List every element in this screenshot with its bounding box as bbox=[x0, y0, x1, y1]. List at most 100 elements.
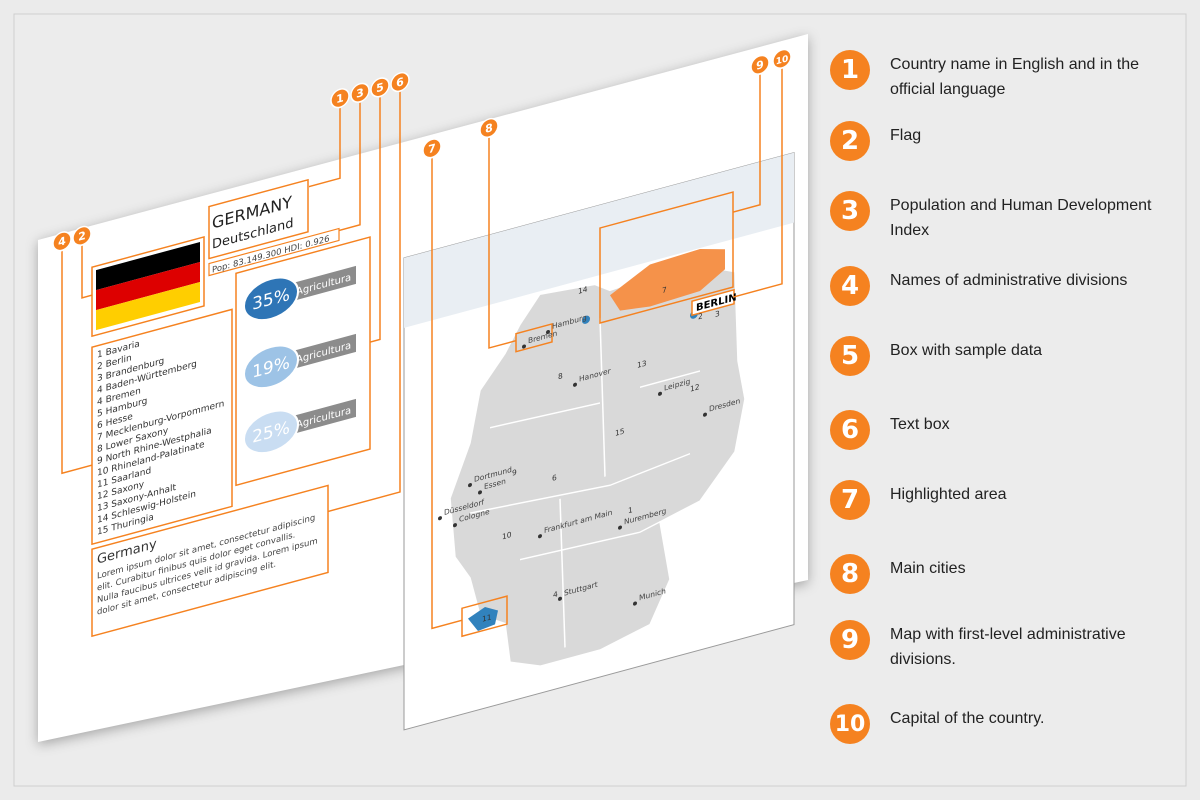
flag-stripe-gold bbox=[96, 281, 200, 331]
legend-text: Names of administrative divisions bbox=[890, 272, 1128, 289]
city-marker bbox=[573, 382, 577, 387]
callout-number: 9 bbox=[756, 58, 764, 73]
legend-badge: 1 bbox=[830, 50, 870, 90]
sample-bar bbox=[290, 265, 356, 302]
sample-bubble bbox=[243, 344, 299, 390]
germany-map bbox=[449, 262, 746, 667]
legend-text: Text box bbox=[890, 416, 950, 433]
city-marker bbox=[558, 596, 562, 601]
name-box bbox=[208, 178, 309, 260]
division-borders bbox=[469, 317, 700, 648]
callout-badge bbox=[370, 77, 390, 98]
region-hamburg bbox=[582, 315, 590, 324]
callout-number: 6 bbox=[396, 75, 404, 90]
region-mecklenburg bbox=[610, 248, 725, 311]
city-marker bbox=[703, 412, 707, 417]
legend-badge: 3 bbox=[830, 191, 870, 231]
callout-badge bbox=[390, 71, 410, 93]
region-number: 12 bbox=[690, 382, 700, 393]
region-number: 8 bbox=[558, 371, 563, 381]
callout-badge bbox=[422, 138, 442, 159]
callout-number: 5 bbox=[376, 81, 384, 96]
leader-1 bbox=[309, 107, 341, 188]
legend-badge: 10 bbox=[830, 704, 870, 744]
legend-text: Highlighted area bbox=[890, 486, 1007, 503]
map-box-8 bbox=[515, 323, 553, 353]
city-marker bbox=[522, 344, 526, 349]
city-marker bbox=[538, 534, 542, 539]
region-number: 15 bbox=[615, 426, 625, 437]
legend-badge: 6 bbox=[830, 410, 870, 450]
flag-stripe-black bbox=[96, 241, 200, 291]
map-box-7 bbox=[461, 595, 508, 638]
sample-bar bbox=[290, 333, 356, 370]
city-marker bbox=[453, 523, 457, 528]
sample-bubble bbox=[243, 409, 299, 455]
legend-badge: 5 bbox=[830, 336, 870, 376]
callout-number: 7 bbox=[428, 142, 436, 157]
leader-2 bbox=[81, 245, 92, 299]
flag-box bbox=[91, 235, 205, 338]
region-number: 11 bbox=[482, 612, 492, 623]
region-number: 10 bbox=[502, 530, 512, 541]
sample-bubble bbox=[243, 276, 299, 322]
callout-badge bbox=[772, 48, 792, 69]
city-marker bbox=[438, 516, 442, 521]
region-saarland bbox=[468, 607, 498, 631]
callout-number: 2 bbox=[78, 229, 86, 244]
flag-stripe-red bbox=[96, 261, 200, 311]
callout-number: 8 bbox=[485, 121, 493, 136]
leader-10 bbox=[734, 68, 783, 298]
sea-area bbox=[404, 152, 794, 328]
sample-data-box bbox=[235, 236, 371, 487]
map-box-9 bbox=[599, 191, 734, 324]
city-marker bbox=[478, 490, 482, 495]
callout-badge bbox=[72, 225, 92, 246]
leader-7 bbox=[431, 158, 462, 630]
text-box bbox=[91, 484, 329, 638]
legend-badge: 4 bbox=[830, 266, 870, 306]
legend-text: Population and Human Development Index bbox=[890, 197, 1152, 239]
city-marker bbox=[618, 525, 622, 530]
region-number: 2 bbox=[698, 311, 703, 321]
callout-badge bbox=[750, 54, 770, 75]
region-number: 9 bbox=[512, 468, 517, 478]
legend-item: 1 Country name in English and in the offi… bbox=[830, 50, 1190, 102]
legend-badge: 8 bbox=[830, 554, 870, 594]
city-marker bbox=[658, 391, 662, 396]
callout-number: 10 bbox=[776, 53, 789, 67]
city-marker bbox=[468, 483, 472, 488]
callout-number: 3 bbox=[356, 86, 364, 101]
legend-item: 8 Main cities bbox=[830, 554, 1190, 594]
region-number: 6 bbox=[552, 473, 557, 483]
legend-item: 2 Flag bbox=[830, 121, 1190, 161]
legend-item: 10 Capital of the country. bbox=[830, 704, 1190, 744]
callout-number: 1 bbox=[336, 91, 344, 106]
legend-text: Flag bbox=[890, 127, 922, 144]
legend-text: Country name in English and in the offic… bbox=[890, 56, 1140, 98]
callout-badge bbox=[350, 82, 370, 103]
region-number: 4 bbox=[553, 589, 558, 599]
region-number: 1 bbox=[628, 505, 633, 515]
city-marker bbox=[546, 329, 550, 335]
leader-3 bbox=[339, 102, 361, 232]
leader-5 bbox=[370, 97, 381, 343]
legend-text: Map with first-level administrative divi… bbox=[890, 626, 1126, 668]
legend-text: Capital of the country. bbox=[890, 710, 1045, 727]
region-number: 13 bbox=[637, 359, 647, 370]
legend-badge: 2 bbox=[830, 121, 870, 161]
legend-item: 4 Names of administrative divisions bbox=[830, 266, 1190, 306]
callout-badge bbox=[330, 88, 350, 109]
region-number: 14 bbox=[578, 284, 588, 295]
city-marker bbox=[633, 601, 637, 606]
callout-badge bbox=[479, 117, 499, 139]
legend-text: Main cities bbox=[890, 560, 966, 577]
legend-item: 6 Text box bbox=[830, 410, 1190, 450]
stats-box bbox=[208, 227, 340, 277]
